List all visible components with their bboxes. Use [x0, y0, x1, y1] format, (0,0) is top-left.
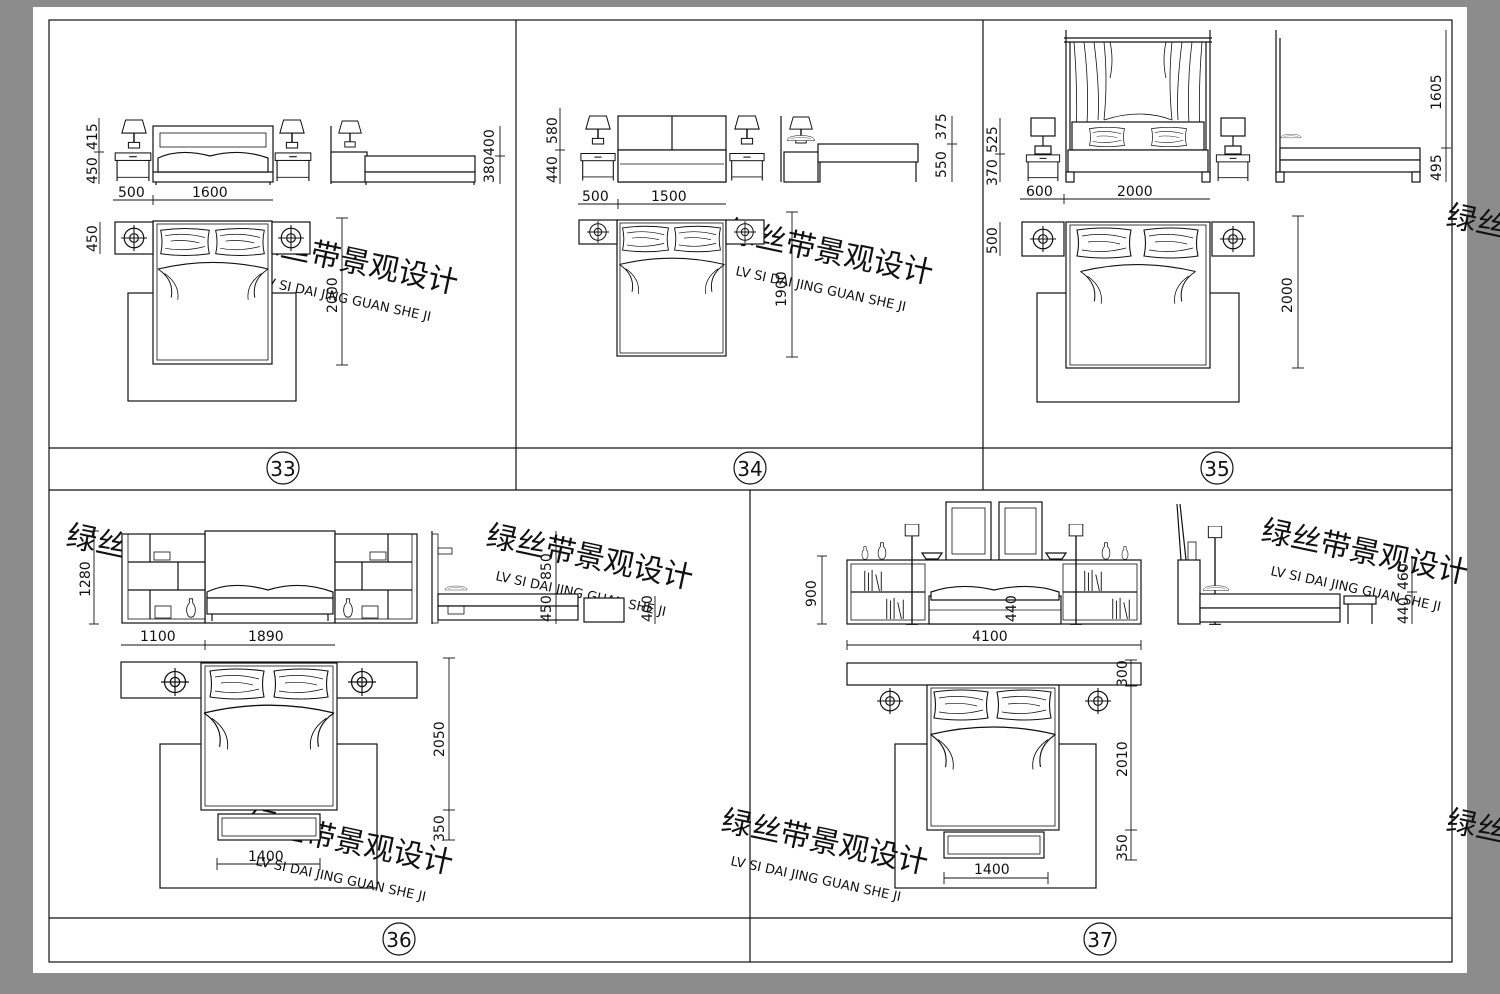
dim-label: 440 [1396, 597, 1412, 624]
panel-35-front-elevation [1025, 30, 1251, 183]
dim-label: 380 [482, 156, 498, 183]
dim-label: 415 [85, 123, 101, 150]
dim-label: 1400 [248, 849, 284, 865]
dim-label: 1890 [248, 629, 284, 645]
dim-label: 350 [1115, 834, 1131, 861]
dim-label: 350 [432, 815, 448, 842]
dim-label: 900 [804, 580, 820, 607]
dim-label: 2010 [1115, 741, 1131, 777]
dim-label: 370 [985, 159, 1001, 186]
dim-label: 440 [545, 156, 561, 183]
dim-label: 1900 [774, 271, 790, 307]
panel-34-front-elevation [580, 114, 765, 183]
dim-label: 1400 [974, 862, 1010, 878]
dim-label: 580 [545, 117, 561, 144]
dim-label: 550 [934, 151, 950, 178]
dim-label: 450 [539, 595, 555, 622]
dim-label: 850 [539, 553, 555, 580]
panel-37: 900 440 4100 460 440 300 2010 350 [804, 501, 1417, 956]
panel-33: 415 450 500 1600 400 380 450 2000 33 [85, 118, 505, 485]
panel-number: 35 [1204, 457, 1229, 481]
panel-number: 33 [270, 457, 295, 481]
pillow-icon [1076, 227, 1132, 259]
pillow-icon [996, 689, 1052, 721]
panel-35: 525 370 600 2000 1605 495 500 2000 35 [985, 30, 1451, 485]
dim-label: 375 [934, 113, 950, 140]
pillow-icon [933, 689, 989, 721]
pillow-icon [1143, 227, 1199, 259]
pillow-icon [622, 225, 669, 253]
pillow-icon [273, 668, 329, 700]
panel-37-side-elevation [1176, 503, 1377, 626]
pillow-icon [215, 227, 265, 257]
dim-label: 500 [985, 227, 1001, 254]
panel-36-plan [120, 661, 418, 889]
panel-33-plan [114, 220, 311, 402]
pillow-icon [160, 227, 210, 257]
panel-37-front-elevation [846, 501, 1142, 626]
panel-36-side-elevation [431, 531, 625, 624]
panel-35-plan [1021, 221, 1255, 403]
panel-34-plan [578, 219, 765, 357]
dim-label: 2000 [1117, 184, 1153, 200]
panel-33-front-elevation [114, 119, 312, 185]
panel-37-plan [846, 662, 1142, 889]
dim-label: 2000 [325, 277, 341, 313]
pillow-icon [674, 225, 721, 253]
dim-label: 300 [1115, 660, 1131, 687]
dim-label: 400 [482, 129, 498, 156]
dim-label: 495 [1429, 154, 1445, 181]
dim-label: 450 [85, 225, 101, 252]
panel-34: 580 440 500 1500 375 550 1900 34 [545, 108, 957, 485]
panel-35-side-elevation [1275, 30, 1421, 183]
panel-34-side-elevation [780, 115, 919, 183]
dim-label: 1600 [192, 185, 228, 201]
panel-number: 37 [1087, 928, 1112, 952]
dim-label: 2050 [432, 721, 448, 757]
dim-label: 1605 [1429, 74, 1445, 110]
dim-label: 1100 [140, 629, 176, 645]
dim-label: 440 [1004, 595, 1020, 622]
dim-label: 500 [582, 189, 609, 205]
dim-label: 400 [640, 595, 656, 622]
dim-label: 525 [985, 126, 1001, 153]
panel-number: 34 [737, 457, 762, 481]
dim-label: 460 [1396, 563, 1412, 590]
pillow-icon [209, 668, 265, 700]
dim-label: 2000 [1280, 277, 1296, 313]
dim-label: 1280 [78, 561, 94, 597]
panel-number: 36 [386, 928, 411, 952]
dim-label: 1500 [651, 189, 687, 205]
dim-label: 4100 [972, 629, 1008, 645]
panel-36: 1280 1100 1890 850 450 400 2050 350 [78, 530, 656, 956]
dim-label: 600 [1026, 184, 1053, 200]
panel-33-side-elevation [330, 120, 476, 185]
dim-label: 500 [118, 185, 145, 201]
dim-label: 450 [85, 157, 101, 184]
panel-36-front-elevation [121, 530, 418, 624]
